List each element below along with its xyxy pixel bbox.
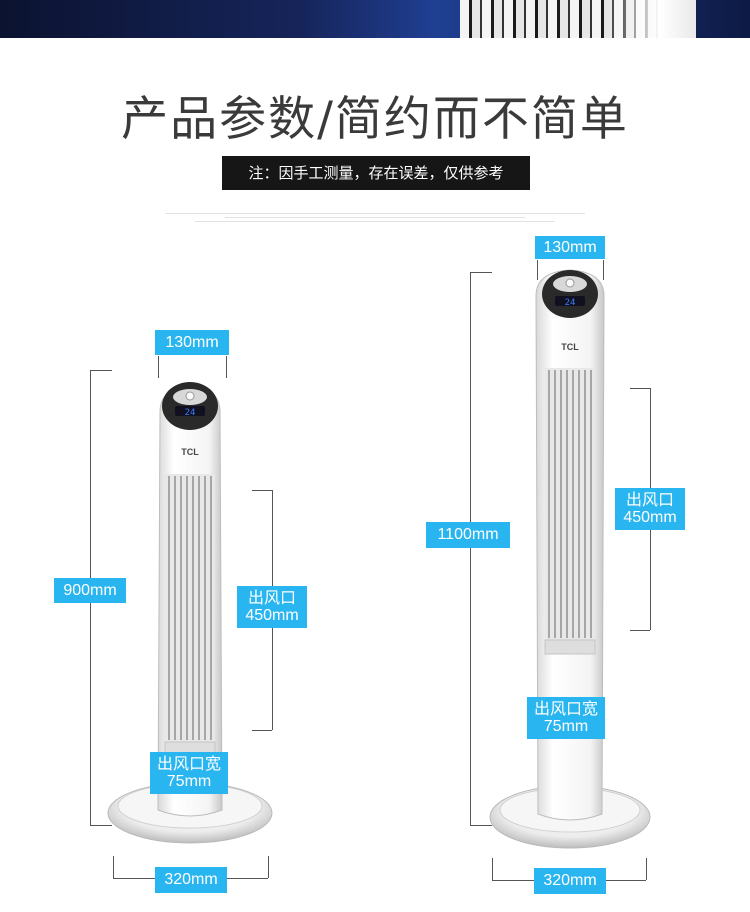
left-top-width-label: 130mm [155, 330, 229, 355]
left-top-width-tick-right [226, 356, 227, 378]
left-fan-logo: TCL [181, 447, 199, 457]
right-base-line-right [606, 880, 646, 881]
left-outlet-line-lower [272, 628, 273, 730]
right-base-width-label: 320mm [534, 868, 606, 894]
decorative-fine-lines [160, 210, 590, 224]
right-height-line-lower [470, 548, 471, 825]
left-base-width-label: 320mm [155, 867, 227, 893]
left-outlet-cap-bottom [252, 730, 272, 731]
right-base-tick-left [492, 858, 493, 880]
right-height-label: 1100mm [426, 522, 510, 548]
left-top-width-tick-left [158, 356, 159, 378]
page-title: 产品参数/简约而不简单 [121, 92, 629, 147]
right-outlet-cap-top [630, 388, 650, 389]
right-height-cap-top [470, 272, 492, 273]
left-height-cap-top [90, 370, 112, 371]
right-top-width-tick-right [603, 260, 604, 280]
right-outlet-width-value: 75mm [543, 718, 589, 735]
right-fan-logo: TCL [561, 342, 579, 352]
right-outlet-cap-bottom [630, 630, 650, 631]
left-fan-illustration: 24 TCL [107, 382, 273, 844]
left-outlet-line-upper [272, 490, 273, 586]
left-base-line-right [227, 878, 268, 879]
left-base-tick-right [268, 856, 269, 878]
measurement-note: 注：因手工测量，存在误差，仅供参考 [222, 156, 530, 190]
right-outlet-width-text: 出风口宽 [533, 701, 598, 718]
left-outlet-width-text: 出风口宽 [156, 756, 221, 773]
right-outlet-text: 出风口 [625, 492, 674, 509]
left-outlet-cap-top [252, 490, 272, 491]
left-fan-display: 24 [185, 408, 196, 418]
left-outlet-width-value: 75mm [166, 773, 212, 790]
right-height-line-upper [470, 272, 471, 522]
left-height-line-upper [90, 370, 91, 578]
top-banner [0, 0, 750, 38]
right-outlet-line-lower [650, 530, 651, 630]
right-base-tick-right [646, 858, 647, 880]
left-outlet-height-value: 450mm [245, 607, 299, 624]
left-height-line-lower [90, 603, 91, 825]
left-base-line-left [113, 878, 155, 879]
right-fan-display: 24 [565, 298, 576, 308]
left-base-tick-left [113, 856, 114, 878]
right-base-line-left [492, 880, 534, 881]
right-height-cap-bottom [470, 825, 492, 826]
right-fan-illustration: 24 TCL [489, 269, 651, 849]
right-outlet-line-upper [650, 388, 651, 488]
left-outlet-text: 出风口 [247, 590, 296, 607]
left-height-label: 900mm [54, 578, 126, 603]
right-outlet-height-value: 450mm [623, 509, 677, 526]
right-top-width-tick-left [537, 260, 538, 280]
left-height-cap-bottom [90, 825, 112, 826]
right-top-width-label: 130mm [535, 236, 605, 259]
banner-stripes [460, 0, 696, 38]
